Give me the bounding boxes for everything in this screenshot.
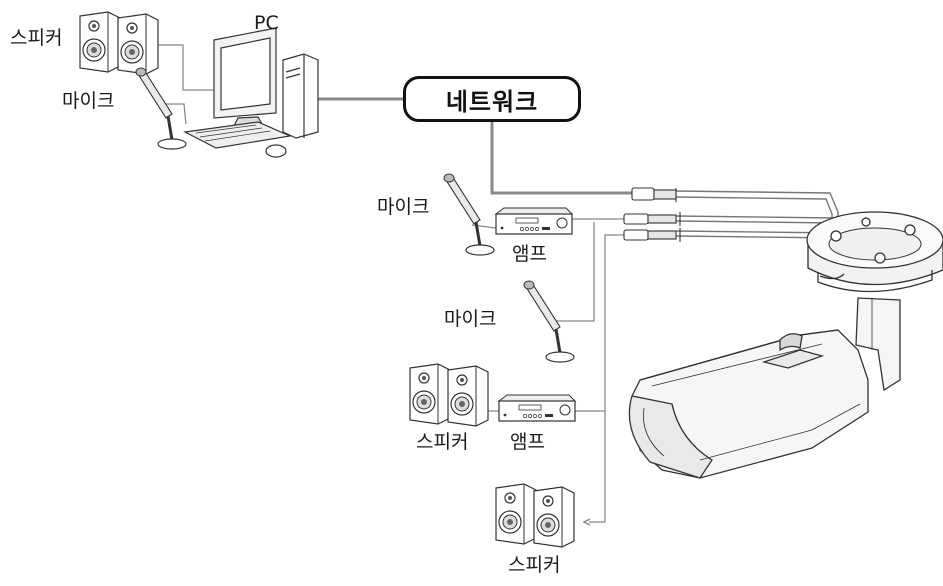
amplifier-icon (498, 394, 576, 422)
network-box: 네트워크 (403, 76, 581, 122)
speaker-icon (495, 483, 537, 545)
amp-label: 앰프 (510, 431, 545, 453)
mic-label: 마이크 (377, 196, 430, 218)
pc-illustration (183, 27, 319, 158)
microphone-icon (442, 172, 496, 257)
speaker-icon (117, 13, 159, 75)
amp-label: 앰프 (512, 243, 547, 265)
network-label: 네트워크 (445, 87, 539, 116)
speaker-icon (409, 363, 451, 425)
audio-lines (150, 44, 624, 526)
mic-label: 마이크 (62, 90, 115, 112)
speaker-icon (447, 365, 489, 427)
amplifier-icon (495, 207, 573, 235)
cable-connectors (623, 187, 681, 242)
speaker-label: 스피커 (416, 431, 469, 453)
mic-label: 마이크 (444, 308, 497, 330)
pc-label: PC (254, 12, 279, 34)
speaker-icon (79, 11, 121, 73)
speaker-label: 스피커 (508, 554, 561, 576)
network-lines (318, 97, 632, 195)
camera-illustration (628, 211, 943, 479)
microphone-icon (134, 66, 188, 151)
speaker-icon (533, 486, 575, 548)
speaker-label: 스피커 (10, 27, 63, 49)
